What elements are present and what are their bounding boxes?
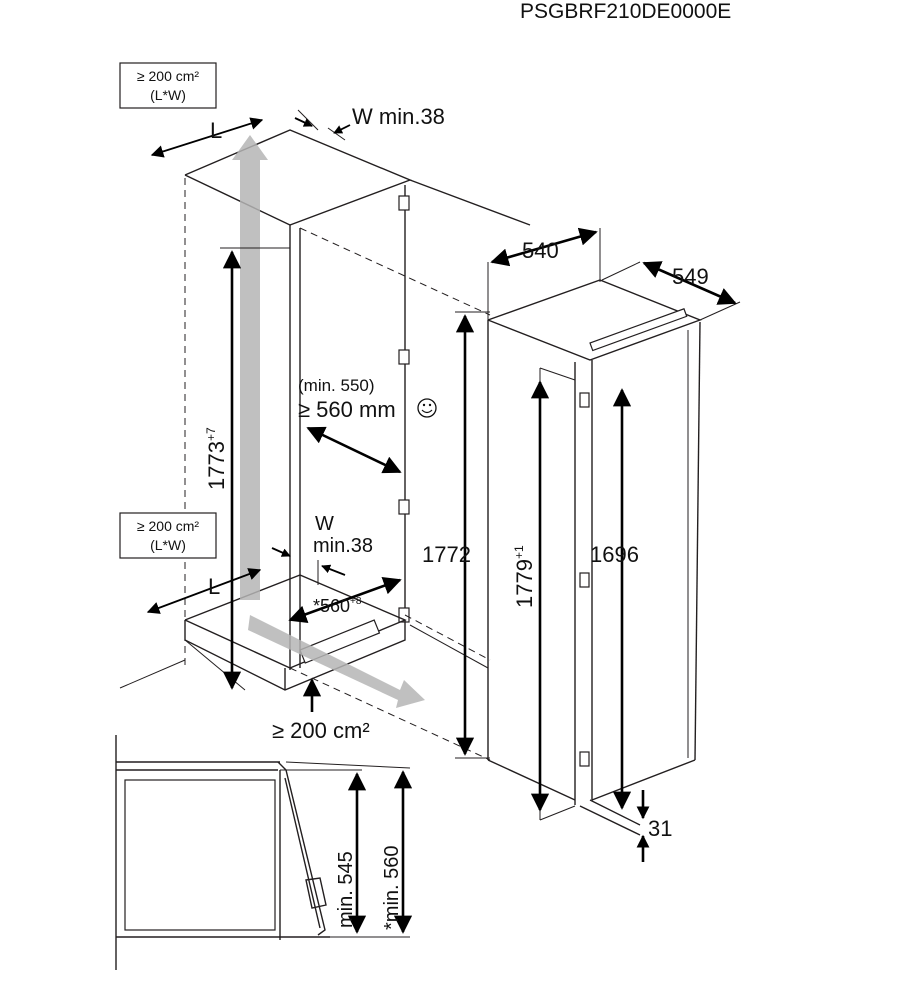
vent-side-line1: ≥ 200 cm² bbox=[137, 518, 199, 534]
niche-depth-min: (min. 550) bbox=[298, 376, 375, 395]
vent-top-L: L bbox=[210, 118, 222, 143]
niche-height: 1773+7 bbox=[204, 427, 229, 490]
hinge bbox=[398, 499, 410, 515]
appliance-gap: 31 bbox=[648, 816, 672, 841]
detail-min-560: *min. 560 bbox=[381, 846, 403, 931]
detail-view bbox=[115, 735, 411, 970]
appliance-width: 549 bbox=[672, 264, 709, 289]
vent-box-side: ≥ 200 cm² (L*W) bbox=[119, 512, 217, 559]
smiley-icon bbox=[417, 398, 437, 418]
vent-bottom-L: L bbox=[208, 574, 220, 599]
niche-depth-recommended: ≥ 560 mm bbox=[298, 397, 396, 422]
vent-side-line2: (L*W) bbox=[150, 537, 186, 553]
vent-top-line1: ≥ 200 cm² bbox=[137, 68, 199, 84]
vent-top-line2: (L*W) bbox=[150, 87, 186, 103]
hinge bbox=[398, 195, 410, 211]
vent-bottom-W: W min.38 bbox=[313, 513, 373, 557]
vent-box-top: ≥ 200 cm² (L*W) bbox=[119, 62, 217, 109]
vent-top-W: W min.38 bbox=[352, 104, 445, 129]
vent-bottom-label: ≥ 200 cm² bbox=[272, 718, 370, 743]
appliance-door-height: 1779+1 bbox=[512, 545, 537, 608]
appliance-outline bbox=[487, 279, 702, 836]
appliance-depth: 540 bbox=[522, 238, 559, 263]
hinge bbox=[398, 349, 410, 365]
appliance-height-total: 1772 bbox=[422, 542, 471, 567]
model-code: PSGBRF210DE0000E bbox=[520, 0, 731, 23]
appliance-inner-height: 1696 bbox=[590, 542, 639, 567]
detail-min-545: min. 545 bbox=[335, 851, 357, 928]
niche-width: *560+8 bbox=[313, 596, 362, 616]
